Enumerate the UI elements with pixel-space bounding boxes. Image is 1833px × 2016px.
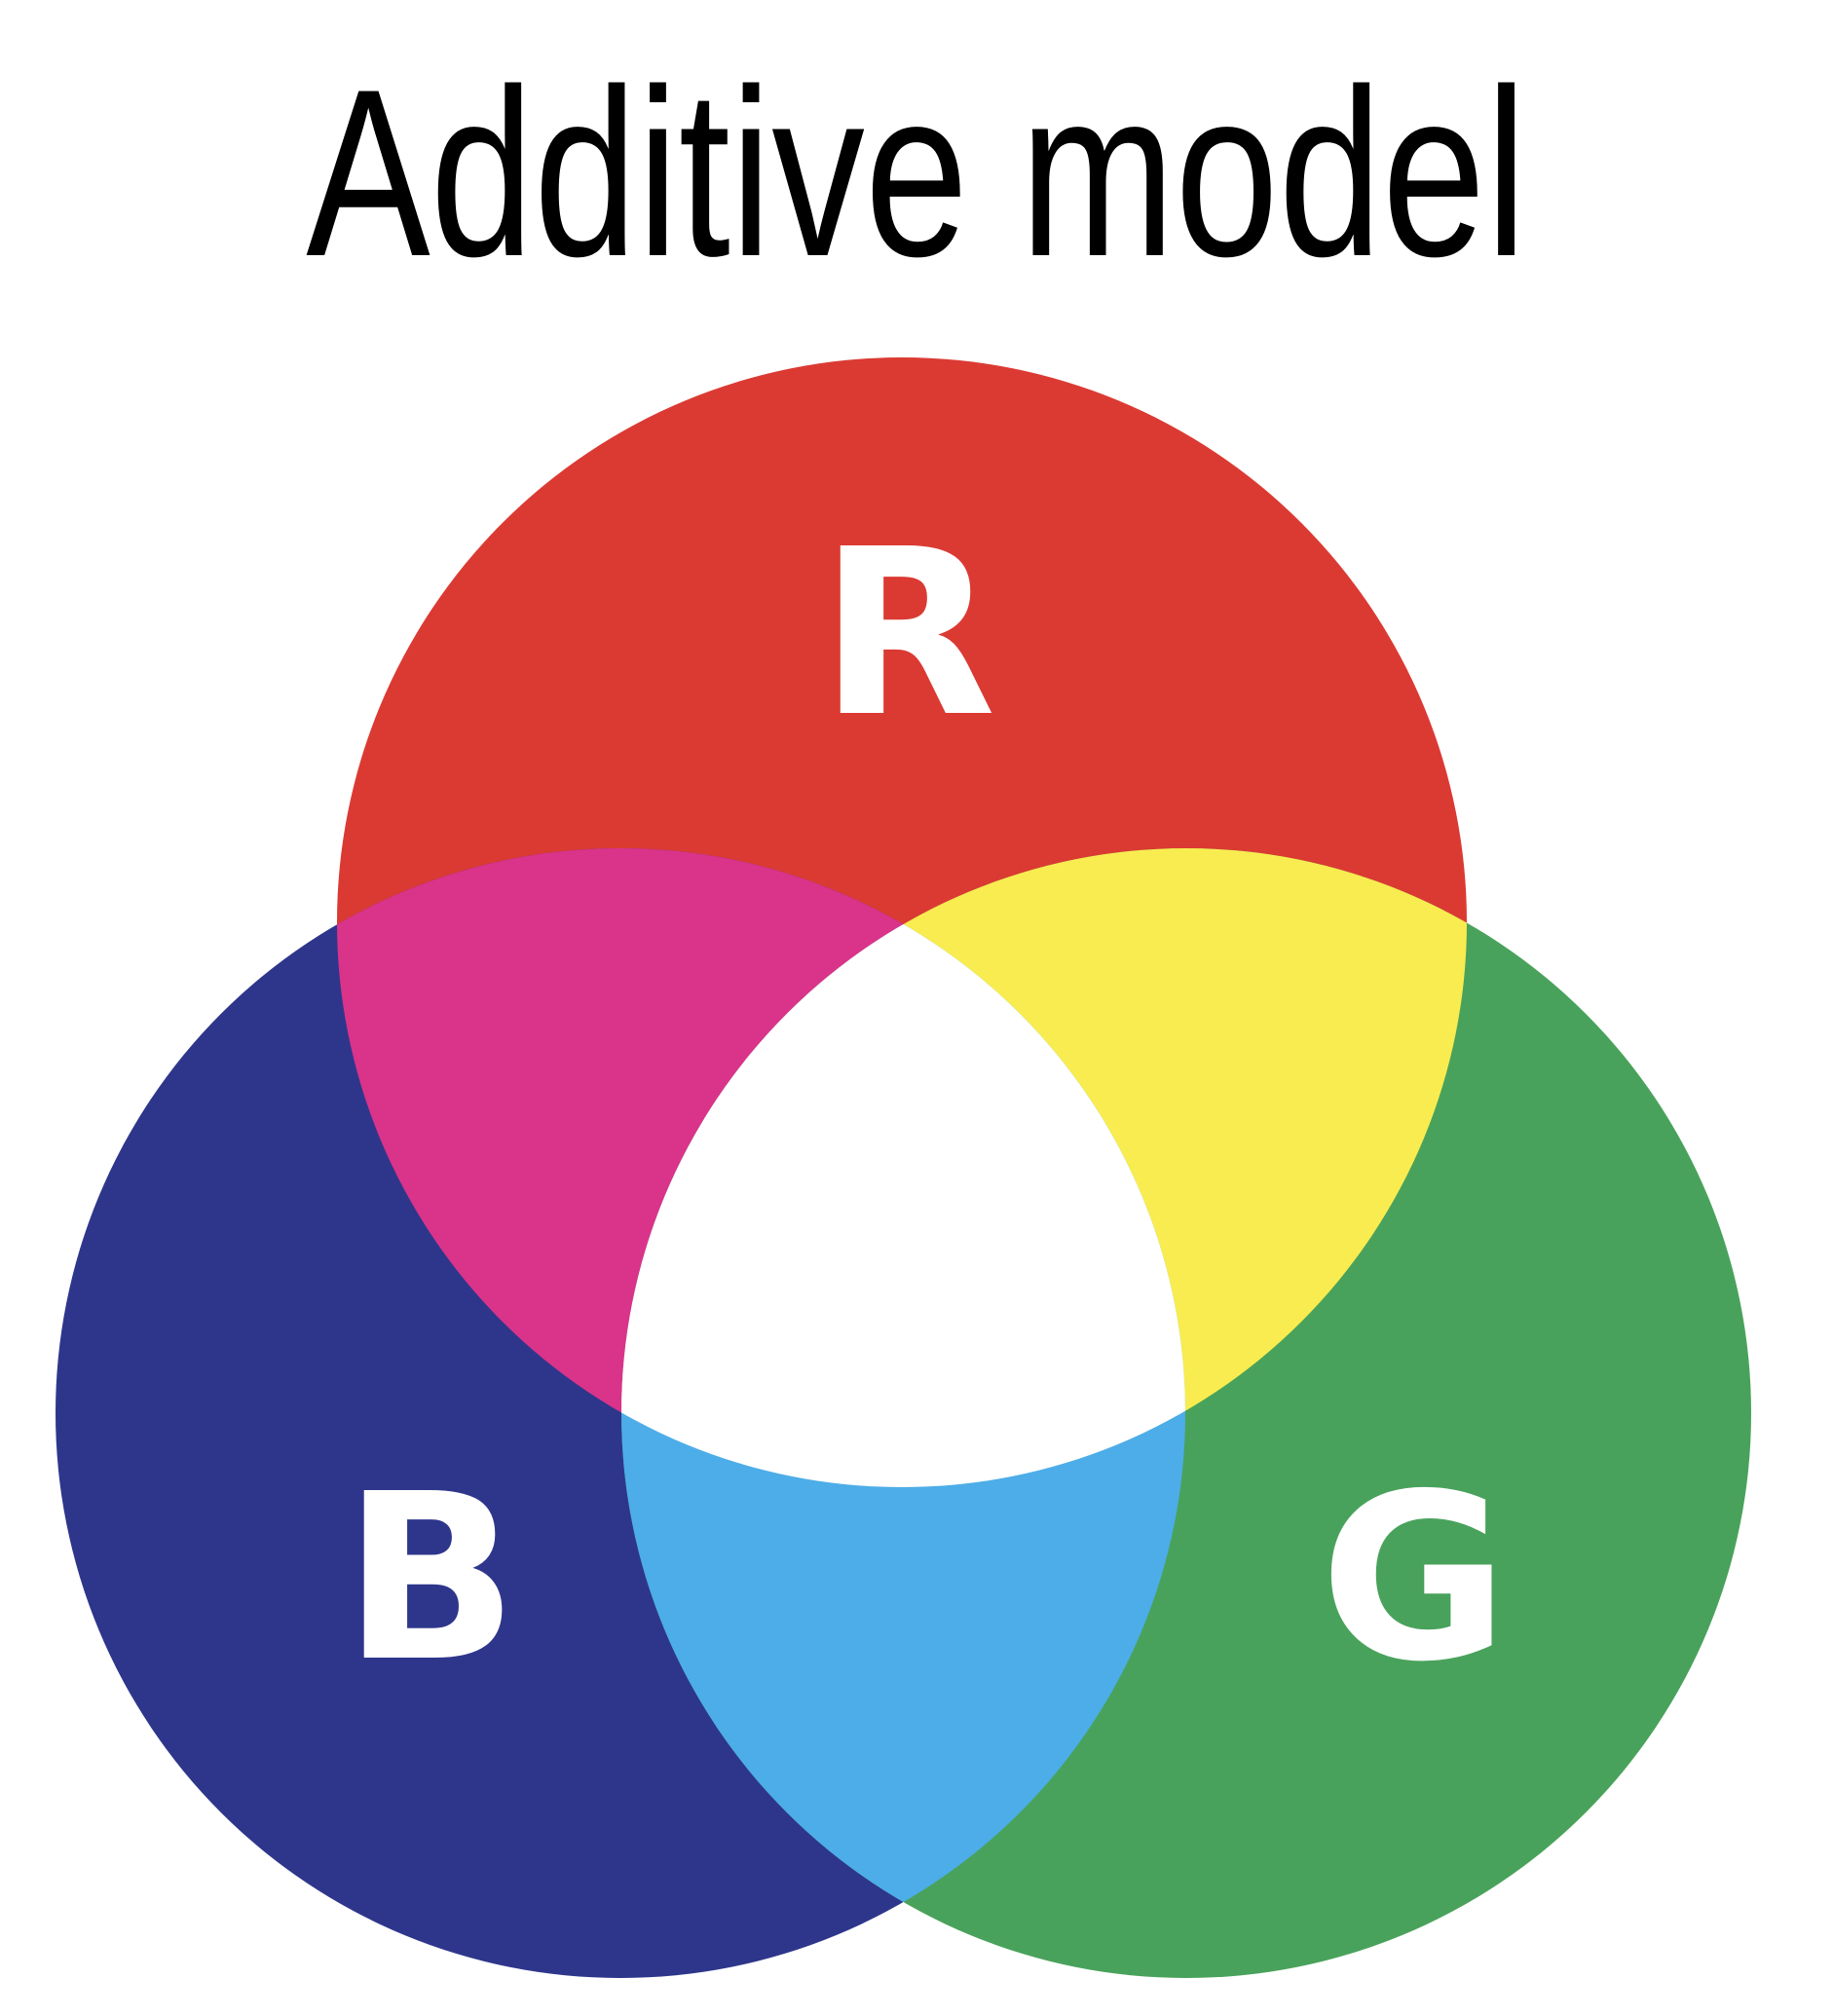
diagram-title: Additive model xyxy=(306,39,1527,306)
red-label: R xyxy=(819,500,996,767)
white-center-overlap xyxy=(621,848,1185,1487)
blue-label: B xyxy=(343,1444,518,1712)
green-label: G xyxy=(1320,1444,1509,1712)
